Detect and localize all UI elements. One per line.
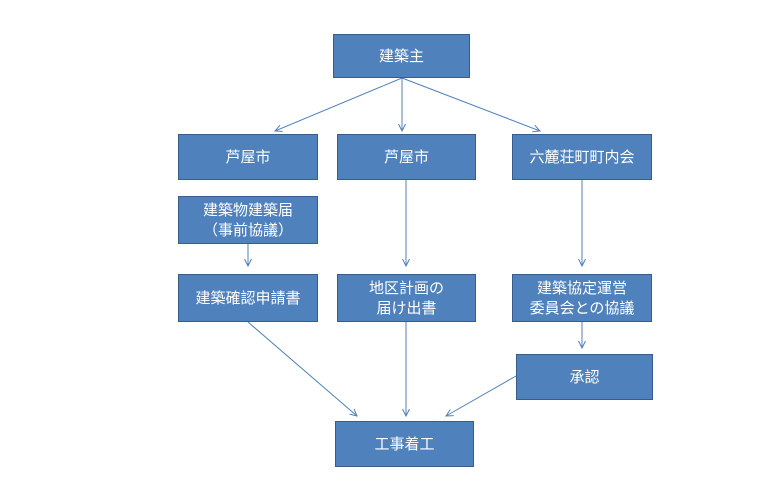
node-agreement-consult: 建築協定運営 委員会との協議 — [512, 274, 652, 322]
arrow-approval-to-construction — [446, 375, 517, 416]
node-owner: 建築主 — [333, 34, 470, 78]
node-agreement-consult-line-1: 建築協定運営 — [536, 279, 627, 297]
node-building-confirmation-label: 建築確認申請書 — [195, 289, 301, 307]
arrow-owner-to-ashiya-city-1 — [275, 77, 403, 131]
node-district-plan-line-1: 地区計画の — [368, 279, 444, 297]
node-building-notice-line-1: 建築物建築届 — [202, 201, 293, 219]
node-building-notice: 建築物建築届 （事前協議） — [178, 196, 318, 244]
node-agreement-consult-line-2: 委員会との協議 — [529, 299, 635, 317]
node-district-plan: 地区計画の 届け出書 — [337, 274, 476, 322]
node-approval-label: 承認 — [569, 368, 600, 386]
node-ashiya-city-1-label: 芦屋市 — [225, 148, 271, 166]
node-construction-start-label: 工事着工 — [374, 435, 435, 453]
node-ashiya-city-2: 芦屋市 — [337, 134, 476, 180]
node-construction-start: 工事着工 — [335, 421, 474, 467]
arrow-owner-to-neighborhood-assoc — [401, 77, 540, 131]
node-building-confirmation: 建築確認申請書 — [178, 274, 318, 322]
node-building-notice-line-2: （事前協議） — [202, 221, 293, 239]
node-ashiya-city-2-label: 芦屋市 — [383, 148, 429, 166]
node-neighborhood-assoc-label: 六麓荘町町内会 — [529, 148, 635, 166]
node-ashiya-city-1: 芦屋市 — [178, 134, 318, 180]
node-neighborhood-assoc: 六麓荘町町内会 — [512, 134, 652, 180]
arrow-confirmation-to-construction — [247, 321, 357, 416]
node-approval: 承認 — [516, 354, 653, 400]
node-owner-label: 建築主 — [378, 47, 424, 65]
node-district-plan-line-2: 届け出書 — [376, 299, 437, 317]
